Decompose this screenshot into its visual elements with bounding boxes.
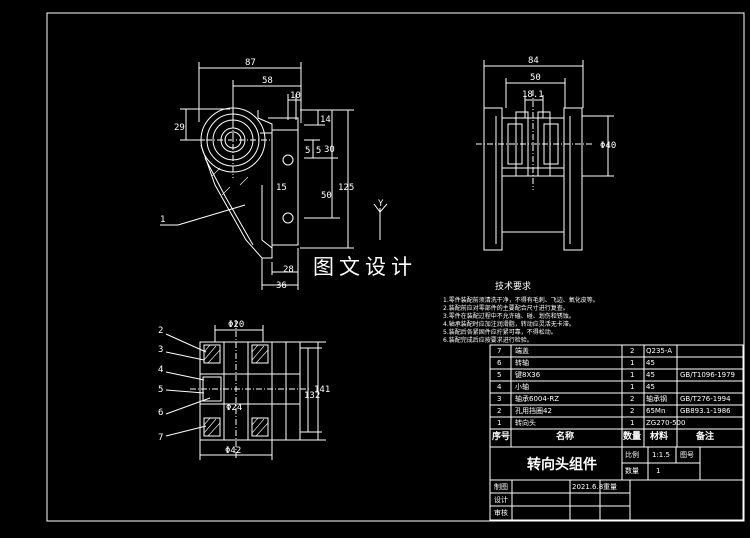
leader-7: 7 [158,433,163,443]
bom-note: GB893.1-1986 [680,407,731,415]
bom-material: 45 [646,383,655,391]
dim-50-side: 50 [530,73,541,83]
drawn-date: 2021.6.8 [572,483,604,491]
bom-name: 轴承6004-RZ [515,395,559,403]
front-view-dims: 87 58 10 29 14 5.5 30 50 125 15 28 36 1 [160,58,354,291]
dim-84: 84 [528,56,539,66]
bom-header-material: 材料 [650,432,669,442]
bom-name: 孔用挡圈42 [515,407,552,415]
bom-header-no: 序号 [492,432,511,442]
bom-note: GB/T1096-1979 [680,371,736,379]
dim-18-1: 18.1 [522,90,544,100]
design-label: 设计 [494,496,508,504]
drawing-title: 转向头组件 [527,457,597,473]
bom-name: 小轴 [515,383,529,391]
dim-58: 58 [262,76,273,86]
bom-qty: 1 [630,371,635,379]
bom-no: 2 [497,407,502,415]
section-view-dims: Φ20 Φ24 Φ42 132 141 2 3 4 5 6 7 Y [158,199,384,456]
bom-name: 端盖 [515,347,529,355]
dim-phi20: Φ20 [228,320,244,330]
bom-qty: 2 [630,395,635,403]
bom-note: GB/T276-1994 [680,395,731,403]
leader-6: 6 [158,408,163,418]
dim-15: 15 [276,183,287,193]
scale-value: 1:1.5 [652,451,670,459]
leader-2: 2 [158,326,163,336]
dim-28: 28 [283,265,294,275]
dim-132: 132 [304,391,320,401]
bom-name: 转向头 [515,419,536,427]
dim-phi24: Φ24 [226,403,242,413]
bom-no: 3 [497,395,502,403]
bom-no: 5 [497,371,502,379]
tech-line: 1.零件装配前须清洗干净，不得有毛刺、飞边、氧化皮等。 [443,297,599,304]
bom-qty: 2 [630,407,635,415]
bom-material: 45 [646,371,655,379]
bom-material: 65Mn [646,407,666,415]
check-label: 审核 [494,509,508,517]
bom-name: 键8X36 [515,371,541,379]
tech-line: 2.装配前应对零部件的主要配合尺寸进行复查。 [443,305,569,312]
dim-141: 141 [314,385,330,395]
bom-no: 6 [497,359,502,367]
section-hatch [203,167,269,437]
bom-qty: 1 [630,359,635,367]
tech-line: 4.轴承装配时应加注润滑脂，转动应灵活无卡滞。 [443,321,575,328]
qty-label: 数量 [625,467,639,475]
bom-no: 7 [497,347,502,355]
side-view-dims: 84 50 18.1 Φ40 [522,56,616,151]
scale-label: 比例 [625,451,639,459]
tech-requirements-title: 技术要求 [495,282,532,292]
section-view [165,320,326,460]
leader-1: 1 [160,215,165,225]
bom-material: Q235-A [646,347,673,355]
dim-87: 87 [245,58,256,68]
dim-14: 14 [320,115,331,125]
drawing-border [46,12,745,522]
watermark: 图文设计 [313,255,417,279]
drawn-label: 制图 [494,483,508,491]
qty-value: 1 [656,467,661,475]
bom-qty: 1 [630,383,635,391]
leader-5: 5 [158,385,163,395]
axis-label: Y [378,199,384,209]
leader-4: 4 [158,365,163,375]
bom-name: 转轴 [515,359,529,367]
weight-label: 重量 [603,483,617,491]
dim-5-5: 5.5 [305,146,321,156]
bom-header-qty: 数量 [623,432,642,442]
side-view [476,60,614,251]
front-view [160,62,354,290]
bom-no: 4 [497,383,502,391]
bom-header-note: 备注 [696,432,715,442]
leader-3: 3 [158,345,163,355]
bom-header-name: 名称 [556,432,575,442]
bom-material: 45 [646,359,655,367]
tech-line: 5.装配后各紧固件应拧紧可靠，不得松动。 [443,329,557,336]
title-block-grid [489,446,744,521]
dim-36: 36 [276,281,287,291]
bom-material: 轴承钢 [646,395,667,403]
bom-qty: 2 [630,347,635,355]
dim-50: 50 [321,191,332,201]
bom-qty: 1 [630,419,635,427]
bom-no: 1 [497,419,502,427]
bom-material: ZG270-500 [646,419,686,427]
dim-30: 30 [324,145,335,155]
dim-125: 125 [338,183,354,193]
dim-29: 29 [174,123,185,133]
dim-phi42: Φ42 [225,446,241,456]
drawing-no-label: 图号 [680,451,694,459]
tech-line: 6.装配完成后应按要求进行检验。 [443,337,533,344]
dim-10: 10 [290,91,301,101]
dim-phi40: Φ40 [600,141,616,151]
tech-line: 3.零件在装配过程中不允许磕、碰、划伤和锈蚀。 [443,313,575,320]
